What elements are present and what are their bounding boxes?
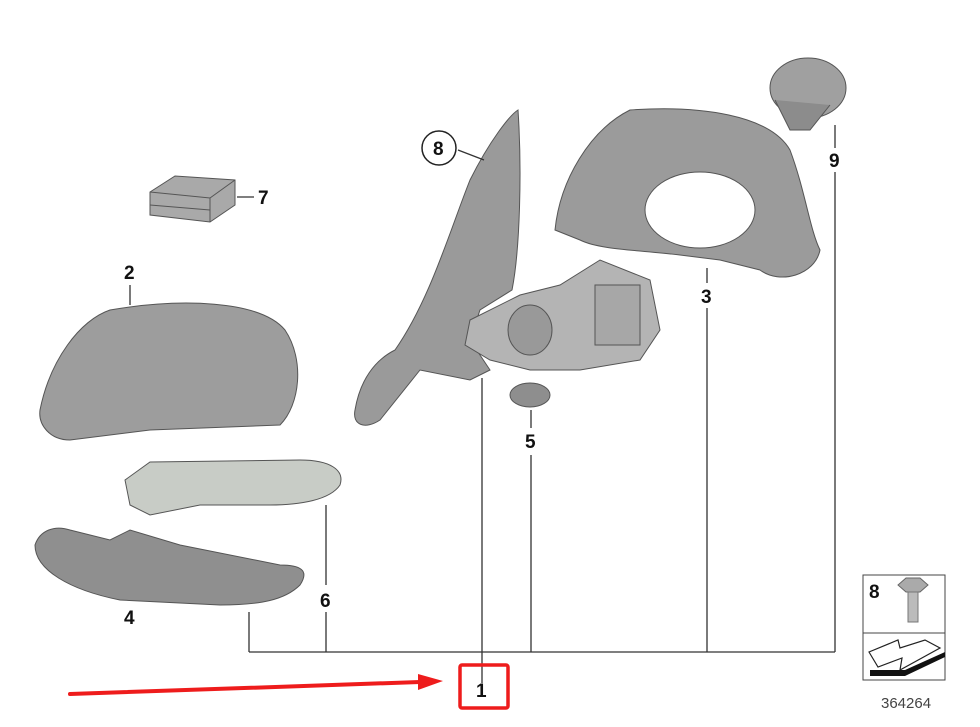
callout-1: 1 (476, 681, 487, 702)
part-2-mirror-cap (39, 302, 299, 441)
callout-5: 5 (525, 432, 536, 453)
bolt-icon (897, 577, 929, 623)
mirror-drive-assembly (464, 259, 661, 371)
legend-part-number: 8 (869, 582, 880, 603)
direction-arrow-icon (868, 639, 945, 676)
callout-1-highlight-box (458, 663, 510, 710)
part-7-block (149, 175, 236, 223)
part-4-lower-trim (34, 527, 305, 606)
callout-4: 4 (124, 608, 135, 629)
leader-lines (129, 125, 836, 683)
callout-8: 8 (433, 139, 444, 160)
red-arrow-annotation (68, 674, 443, 696)
part-6-turn-signal (124, 459, 342, 516)
callout-7: 7 (258, 188, 269, 209)
callout-6: 6 (320, 591, 331, 612)
callout-8-circle (421, 130, 457, 166)
part-8-mirror-base (354, 109, 521, 426)
callout-3: 3 (701, 287, 712, 308)
reference-number: 364264 (881, 695, 931, 712)
callout-9: 9 (829, 151, 840, 172)
part-5-cover (509, 382, 551, 408)
part-9-motor (769, 57, 847, 131)
part-3-opening (644, 171, 756, 249)
legend-box: 8 (862, 574, 946, 681)
callout-2: 2 (124, 263, 135, 284)
